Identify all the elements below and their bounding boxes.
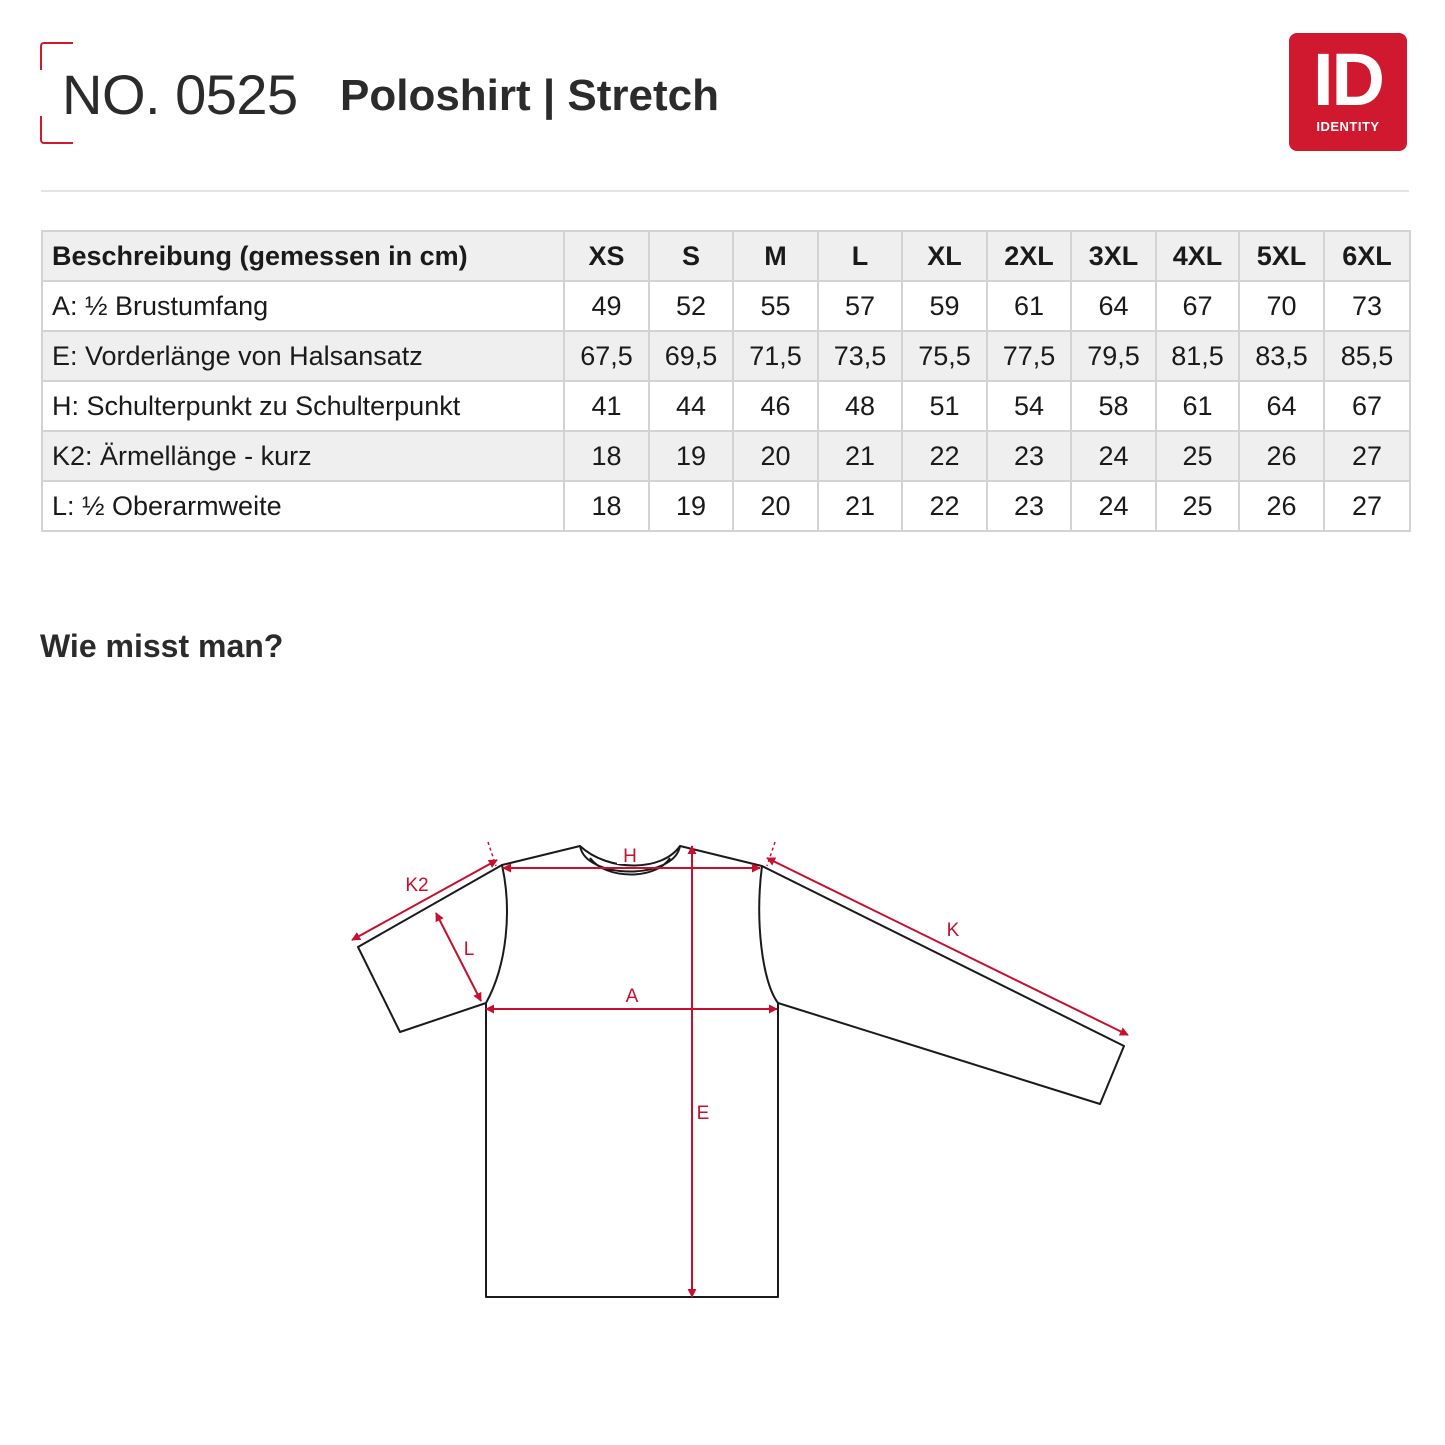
table-cell: 58 xyxy=(1070,380,1157,432)
size-header: L xyxy=(817,230,903,282)
table-cell: 25 xyxy=(1155,480,1240,532)
size-header: M xyxy=(732,230,819,282)
identity-logo: ID IDENTITY xyxy=(1289,33,1407,151)
table-row: E: Vorderlänge von Halsansatz 67,5 69,5 … xyxy=(41,330,1411,382)
shirt-right-sleeve-outline xyxy=(761,865,1125,1105)
table-cell: 24 xyxy=(1070,430,1157,482)
table-cell: 41 xyxy=(563,380,650,432)
logo-wordmark: IDENTITY xyxy=(1316,119,1380,134)
table-cell: 49 xyxy=(563,280,650,332)
table-cell: 23 xyxy=(986,430,1072,482)
table-cell: 67 xyxy=(1323,380,1411,432)
row-label: L: ½ Oberarmweite xyxy=(41,480,565,532)
left-shoulder-marker xyxy=(487,841,497,867)
table-row: K2: Ärmellänge - kurz 18 19 20 21 22 23 … xyxy=(41,430,1411,482)
label-k: K xyxy=(947,920,960,941)
label-e: E xyxy=(697,1103,710,1124)
size-header: 2XL xyxy=(986,230,1072,282)
shirt-body-outline xyxy=(485,845,779,1298)
table-cell: 23 xyxy=(986,480,1072,532)
table-cell: 18 xyxy=(563,480,650,532)
table-cell: 83,5 xyxy=(1238,330,1325,382)
table-cell: 77,5 xyxy=(986,330,1072,382)
table-cell: 54 xyxy=(986,380,1072,432)
header-bracket-gap xyxy=(39,70,44,116)
table-cell: 67 xyxy=(1155,280,1240,332)
label-h: H xyxy=(623,846,637,867)
table-cell: 69,5 xyxy=(648,330,734,382)
table-cell: 26 xyxy=(1238,430,1325,482)
table-cell: 19 xyxy=(648,430,734,482)
table-cell: 85,5 xyxy=(1323,330,1411,382)
table-cell: 20 xyxy=(732,480,819,532)
table-cell: 46 xyxy=(732,380,819,432)
table-cell: 27 xyxy=(1323,430,1411,482)
label-l: L xyxy=(464,939,475,960)
table-cell: 19 xyxy=(648,480,734,532)
shirt-left-sleeve-outline xyxy=(357,864,503,1033)
measure-arrow-k xyxy=(766,857,1129,1036)
table-row: L: ½ Oberarmweite 18 19 20 21 22 23 24 2… xyxy=(41,480,1411,532)
table-cell: 81,5 xyxy=(1155,330,1240,382)
row-label: K2: Ärmellänge - kurz xyxy=(41,430,565,482)
size-header: XL xyxy=(901,230,988,282)
table-cell: 57 xyxy=(817,280,903,332)
right-shoulder-marker xyxy=(766,841,776,867)
label-k2: K2 xyxy=(405,875,428,896)
size-header: S xyxy=(648,230,734,282)
row-label: E: Vorderlänge von Halsansatz xyxy=(41,330,565,382)
measure-arrow-l xyxy=(435,912,482,1002)
size-header: 4XL xyxy=(1155,230,1240,282)
table-cell: 79,5 xyxy=(1070,330,1157,382)
table-cell: 48 xyxy=(817,380,903,432)
product-number: NO. 0525 xyxy=(62,63,298,126)
product-title: Poloshirt | Stretch xyxy=(340,71,720,120)
table-cell: 71,5 xyxy=(732,330,819,382)
size-header: 3XL xyxy=(1070,230,1157,282)
table-cell: 61 xyxy=(1155,380,1240,432)
table-cell: 73 xyxy=(1323,280,1411,332)
row-label: A: ½ Brustumfang xyxy=(41,280,565,332)
table-cell: 20 xyxy=(732,430,819,482)
table-row: H: Schulterpunkt zu Schulterpunkt 41 44 … xyxy=(41,380,1411,432)
table-cell: 22 xyxy=(901,480,988,532)
size-table: Beschreibung (gemessen in cm) XS S M L X… xyxy=(41,230,1411,532)
table-cell: 21 xyxy=(817,480,903,532)
logo-mark: ID xyxy=(1313,38,1385,121)
table-cell: 73,5 xyxy=(817,330,903,382)
table-cell: 59 xyxy=(901,280,988,332)
table-row: A: ½ Brustumfang 49 52 55 57 59 61 64 67… xyxy=(41,280,1411,332)
description-header: Beschreibung (gemessen in cm) xyxy=(41,230,565,282)
table-cell: 44 xyxy=(648,380,734,432)
size-header: 5XL xyxy=(1238,230,1325,282)
table-cell: 61 xyxy=(986,280,1072,332)
label-h-backing xyxy=(617,846,643,864)
table-cell: 51 xyxy=(901,380,988,432)
table-cell: 18 xyxy=(563,430,650,482)
table-cell: 27 xyxy=(1323,480,1411,532)
table-cell: 25 xyxy=(1155,430,1240,482)
row-label: H: Schulterpunkt zu Schulterpunkt xyxy=(41,380,565,432)
size-header: 6XL xyxy=(1323,230,1411,282)
table-cell: 21 xyxy=(817,430,903,482)
table-cell: 70 xyxy=(1238,280,1325,332)
table-cell: 52 xyxy=(648,280,734,332)
table-cell: 24 xyxy=(1070,480,1157,532)
table-cell: 26 xyxy=(1238,480,1325,532)
table-cell: 67,5 xyxy=(563,330,650,382)
header-divider xyxy=(41,190,1409,192)
table-cell: 75,5 xyxy=(901,330,988,382)
measure-arrow-k2 xyxy=(351,859,498,941)
table-cell: 55 xyxy=(732,280,819,332)
size-header-row: Beschreibung (gemessen in cm) XS S M L X… xyxy=(41,230,1411,282)
table-cell: 64 xyxy=(1238,380,1325,432)
label-a: A xyxy=(626,986,639,1007)
table-cell: 22 xyxy=(901,430,988,482)
measure-section-title: Wie misst man? xyxy=(40,628,284,664)
size-header: XS xyxy=(563,230,650,282)
table-cell: 64 xyxy=(1070,280,1157,332)
